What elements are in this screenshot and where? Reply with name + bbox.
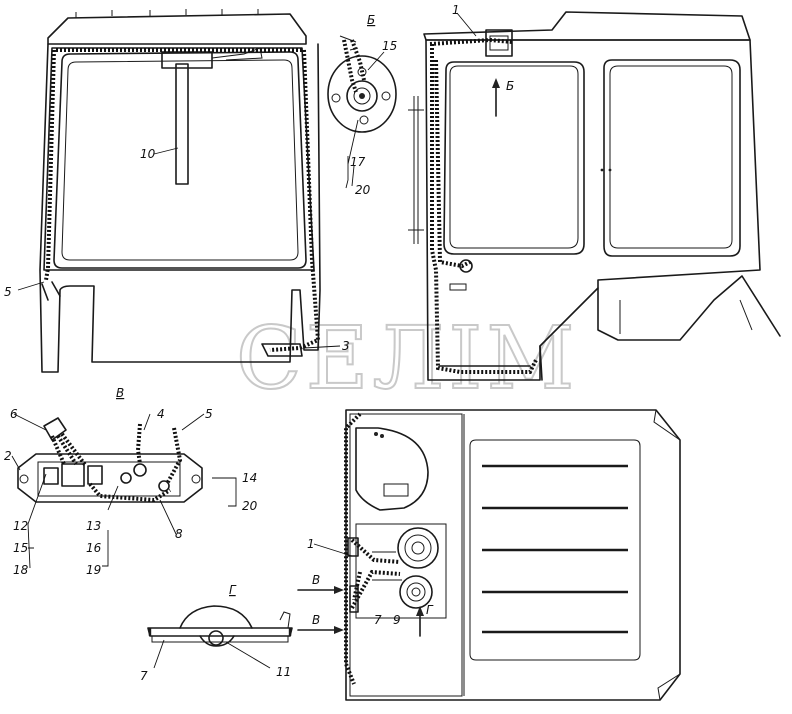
arrow-label-v1: В (312, 573, 320, 587)
side-cab-view (408, 11, 781, 381)
callout-7b: 7 (374, 613, 382, 627)
callout-15a: 15 (382, 39, 397, 53)
callout-19: 19 (86, 563, 101, 577)
arrow-label-v2: В (312, 613, 320, 627)
callout-1: 1 (452, 3, 460, 17)
callout-1b: 1 (307, 537, 315, 551)
callout-4: 4 (157, 407, 165, 421)
watermark: СЕЛІМ (236, 309, 578, 409)
callout-15b: 15 (13, 541, 28, 555)
arrow-label-b: Б (506, 79, 514, 93)
callout-8: 8 (175, 527, 183, 541)
view-label-g: Г (229, 583, 237, 597)
callout-7a: 7 (140, 669, 148, 683)
callout-5b: 5 (205, 407, 213, 421)
callout-18: 18 (13, 563, 29, 577)
callout-14: 14 (242, 471, 257, 485)
callout-10: 10 (140, 147, 156, 161)
callout-9: 9 (393, 613, 401, 627)
leader-lines (11, 12, 477, 669)
detail-v-panel (17, 417, 203, 503)
callout-17: 17 (350, 155, 366, 169)
callout-20b: 20 (242, 499, 258, 513)
callout-12: 12 (13, 519, 28, 533)
callout-6: 6 (10, 407, 18, 421)
callout-5a: 5 (4, 285, 12, 299)
callout-labels: Б В Г 1 1 2 3 4 5 5 6 7 7 8 9 10 11 12 1… (4, 3, 514, 683)
callout-20a: 20 (355, 183, 371, 197)
callout-3: 3 (342, 339, 350, 353)
view-label-b: Б (367, 13, 375, 27)
view-v-arrows (297, 586, 344, 634)
top-cab-view (344, 409, 681, 701)
detail-b (327, 35, 397, 133)
detail-g-lamp (147, 605, 293, 647)
arrow-label-g: Г (426, 603, 434, 617)
view-label-v: В (116, 386, 124, 400)
callout-11: 11 (276, 665, 291, 679)
callout-16: 16 (86, 541, 102, 555)
front-cab-view (39, 9, 321, 373)
callout-2: 2 (4, 449, 12, 463)
callout-13: 13 (86, 519, 101, 533)
